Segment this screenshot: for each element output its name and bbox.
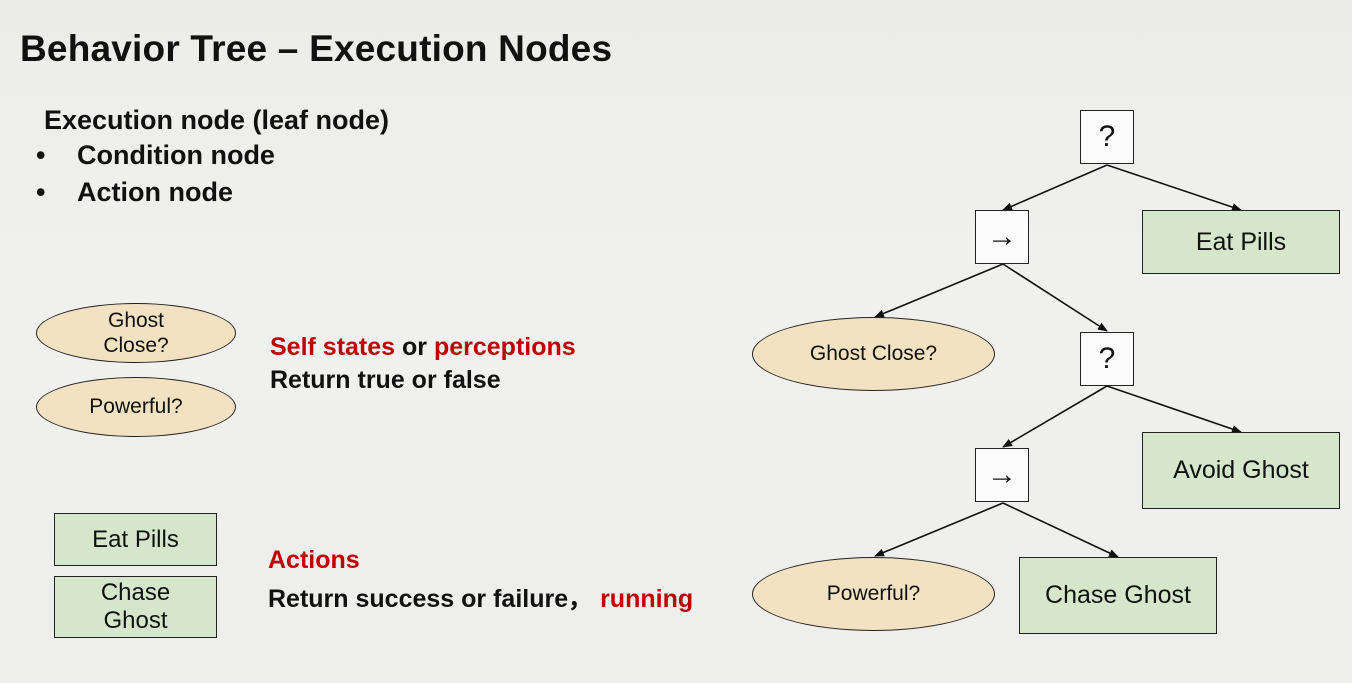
- condition-node-label: Powerful?: [826, 582, 921, 606]
- actions-heading: Actions: [268, 546, 360, 574]
- action-description-line2: Return success or failure， running: [268, 579, 693, 615]
- legend-action-label: Eat Pills: [92, 525, 179, 553]
- edge-selector-to-avoid-ghost: [1106, 385, 1242, 433]
- action-node-eat-pills: Eat Pills: [1142, 210, 1340, 274]
- self-states-text: Self states: [270, 333, 396, 361]
- edge-root-to-eat-pills: [1106, 164, 1242, 211]
- bullet-text: Action node: [77, 177, 233, 207]
- condition-description-line1: Self states or perceptions: [270, 333, 576, 362]
- running-text: running: [600, 585, 694, 613]
- condition-node-label: Ghost Close?: [809, 342, 938, 366]
- edge-selector-to-sequence: [1002, 385, 1108, 448]
- condition-description-line2: Return true or false: [270, 366, 501, 394]
- legend-action-eat-pills: Eat Pills: [54, 513, 217, 566]
- legend-action-chase-ghost: Chase Ghost: [54, 576, 217, 638]
- legend-condition-powerful: Powerful?: [36, 377, 236, 437]
- condition-node-ghost-close: Ghost Close?: [752, 317, 995, 391]
- edge-sequence-to-ghost-close: [874, 263, 1004, 318]
- or-text: or: [402, 333, 428, 361]
- edge-sequence-to-selector: [1002, 263, 1108, 332]
- return-success-text: Return success or failure，: [268, 585, 594, 613]
- sequence-arrow-icon: →: [987, 220, 1017, 253]
- legend-condition-label: Ghost Close?: [103, 308, 169, 357]
- selector-node-root: ?: [1080, 110, 1134, 164]
- action-node-label: Avoid Ghost: [1173, 456, 1309, 484]
- legend-condition-label: Powerful?: [89, 395, 183, 419]
- bullet-symbol: •: [36, 177, 46, 207]
- sequence-arrow-icon: →: [987, 458, 1017, 491]
- subheading: Execution node (leaf node): [44, 105, 390, 135]
- legend-condition-ghost-close: Ghost Close?: [36, 303, 236, 363]
- page-title: Behavior Tree – Execution Nodes: [20, 28, 613, 69]
- sequence-node: →: [975, 448, 1029, 502]
- legend-action-label: Chase Ghost: [100, 579, 171, 634]
- edge-root-to-sequence: [1002, 164, 1108, 211]
- perceptions-text: perceptions: [433, 333, 576, 361]
- action-node-label: Chase Ghost: [1045, 581, 1191, 609]
- edge-sequence-to-powerful: [874, 502, 1004, 557]
- selector-symbol: ?: [1098, 342, 1116, 375]
- edge-sequence-to-chase-ghost: [1002, 502, 1119, 558]
- action-node-label: Eat Pills: [1195, 227, 1287, 256]
- selector-symbol: ?: [1098, 120, 1116, 153]
- action-node-avoid-ghost: Avoid Ghost: [1142, 432, 1340, 509]
- sequence-node: →: [975, 210, 1029, 264]
- bullet-text: Condition node: [77, 140, 275, 170]
- selector-node: ?: [1080, 332, 1134, 386]
- bullet-symbol: •: [36, 140, 46, 170]
- condition-node-powerful: Powerful?: [752, 557, 995, 631]
- action-node-chase-ghost: Chase Ghost: [1019, 557, 1217, 634]
